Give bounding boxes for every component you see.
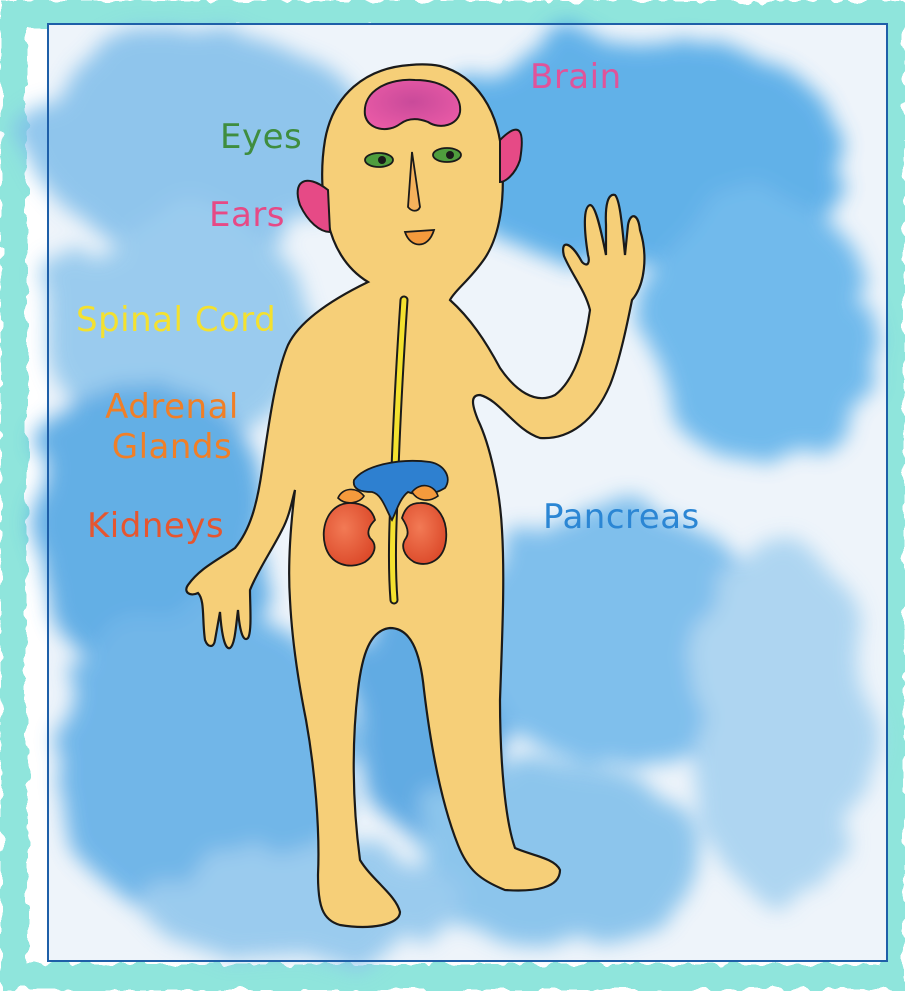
label-ears: Ears [209, 195, 285, 235]
label-pancreas: Pancreas [543, 497, 700, 537]
left-kidney-shape [324, 503, 375, 566]
label-brain: Brain [530, 57, 622, 97]
left-adrenal-gland-shape [338, 489, 364, 502]
label-spinal-cord: Spinal Cord [76, 300, 276, 340]
label-kidneys: Kidneys [87, 506, 224, 546]
label-eyes: Eyes [220, 117, 302, 157]
label-adrenal-glands: Adrenal Glands [98, 387, 246, 467]
right-kidney-shape [402, 503, 446, 564]
